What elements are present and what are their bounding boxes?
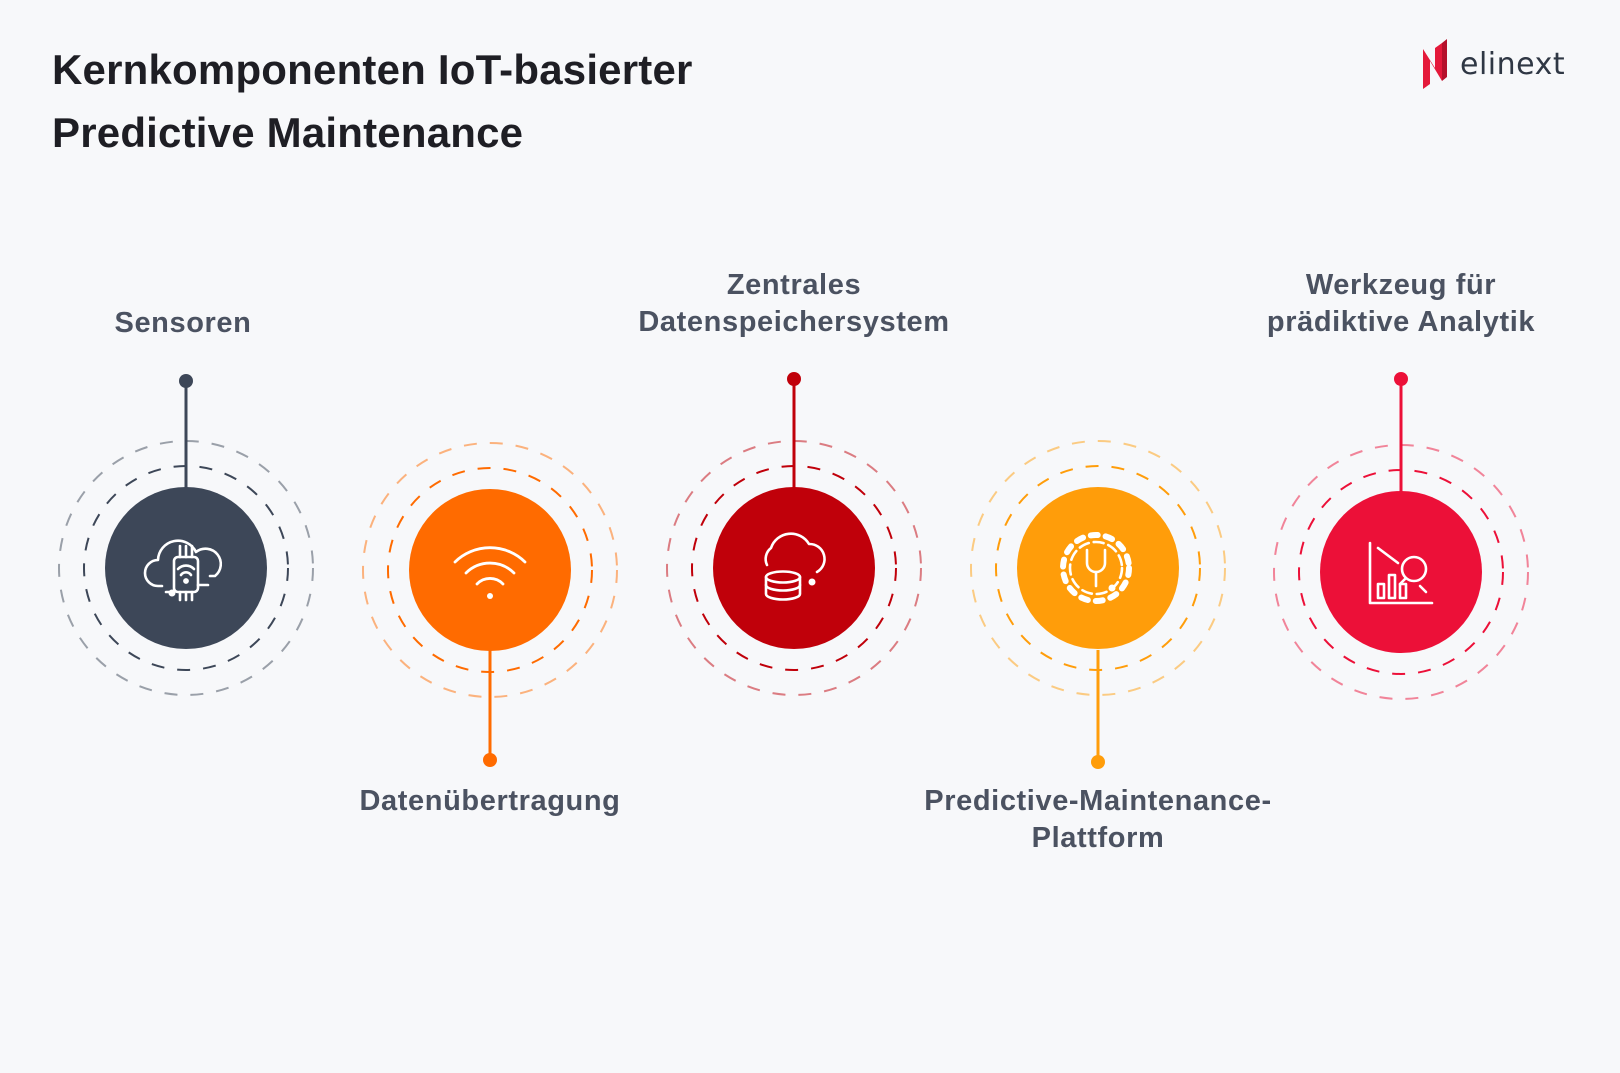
- label-line: Sensoren: [114, 307, 252, 339]
- elinext-logo-icon: [1423, 39, 1447, 89]
- connector-dot: [1394, 372, 1408, 386]
- outer-dashed-ring: [666, 440, 922, 696]
- inner-dashed-ring: [995, 465, 1201, 671]
- inner-dashed-ring: [387, 467, 593, 673]
- inner-dashed-ring: [83, 465, 289, 671]
- component-circle: [409, 489, 571, 651]
- label-datenspeicher: Zentrales Datenspeichersystem: [584, 267, 1004, 341]
- wifi-icon: [453, 546, 527, 599]
- component-circle: [105, 487, 267, 649]
- label-line: Predictive-Maintenance-: [924, 785, 1272, 817]
- outer-dashed-ring: [362, 442, 618, 698]
- page-title: Kernkomponenten IoT-basierter Predictive…: [52, 38, 693, 164]
- outer-dashed-ring: [58, 440, 314, 696]
- outer-dashed-ring: [1273, 444, 1529, 700]
- label-line: Datenspeichersystem: [638, 306, 950, 338]
- label-line: prädiktive Analytik: [1266, 306, 1536, 338]
- gear-wrench-icon: [1060, 532, 1132, 604]
- label-plattform: Predictive-Maintenance- Plattform: [888, 783, 1308, 857]
- connector-dot: [787, 372, 801, 386]
- label-analytik: Werkzeug für prädiktive Analytik: [1191, 267, 1611, 341]
- connector-dot: [483, 753, 497, 767]
- component-circle: [1017, 487, 1179, 649]
- analytics-chart-icon: [1368, 541, 1434, 605]
- logo-text: elinext: [1460, 46, 1566, 82]
- label-sensoren: Sensoren: [0, 305, 393, 342]
- title-line-2: Predictive Maintenance: [52, 109, 524, 156]
- component-plattform: [970, 440, 1226, 769]
- component-circle: [713, 487, 875, 649]
- label-line: Datenübertragung: [359, 785, 621, 817]
- outer-dashed-ring: [970, 440, 1226, 696]
- elinext-logo: elinext: [1420, 34, 1590, 94]
- connector-dot: [179, 374, 193, 388]
- label-line: Zentrales: [726, 269, 862, 301]
- connector-dot: [1091, 755, 1105, 769]
- component-datenspeicher: [666, 372, 922, 696]
- cloud-database-icon: [764, 532, 826, 601]
- label-line: Werkzeug für: [1305, 269, 1497, 301]
- component-sensoren: [58, 374, 314, 696]
- inner-dashed-ring: [1298, 469, 1504, 675]
- component-circle: [1320, 491, 1482, 653]
- label-line: Plattform: [1031, 822, 1165, 854]
- title-line-1: Kernkomponenten IoT-basierter: [52, 46, 693, 93]
- cloud-sensor-icon: [143, 539, 223, 602]
- component-analytik: [1273, 372, 1529, 700]
- component-datenuebertragung: [362, 442, 618, 767]
- inner-dashed-ring: [691, 465, 897, 671]
- label-datenuebertragung: Datenübertragung: [280, 783, 700, 820]
